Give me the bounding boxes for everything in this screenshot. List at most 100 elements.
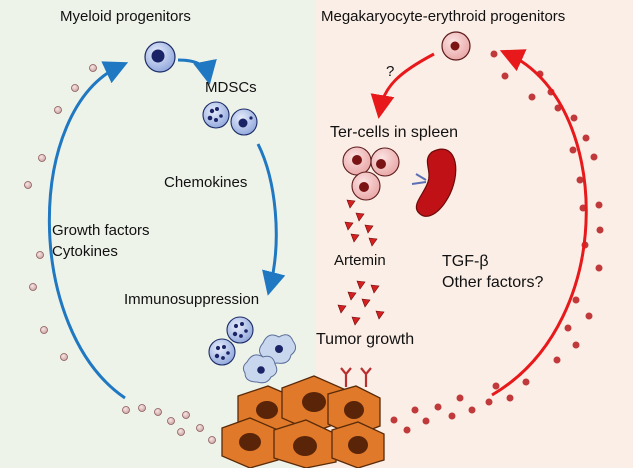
growth-factor-dot-icon [492, 382, 500, 390]
growth-factor-dot-icon [40, 326, 48, 334]
tumor-cell-icon [221, 417, 279, 468]
growth-factor-dot-icon [434, 403, 442, 411]
tumor-cell-icon [327, 385, 381, 437]
growth-factor-dot-icon [138, 404, 146, 412]
growth-factor-dot-icon [576, 176, 584, 184]
arrow-progenitor-to-mdsc [177, 58, 217, 85]
growth-factor-dot-icon [501, 72, 509, 80]
arrow-progenitor-to-ter-cells [370, 52, 435, 119]
growth-factor-dot-icon [390, 416, 398, 424]
myeloid-progenitor-cell-icon [144, 41, 176, 73]
growth-factor-dot-icon [585, 312, 593, 320]
growth-factor-dot-icon [448, 412, 456, 420]
growth-factor-dot-icon [54, 106, 62, 114]
growth-factor-dot-icon [490, 50, 498, 58]
growth-factor-dot-icon [569, 146, 577, 154]
right-panel-background [316, 0, 633, 468]
growth-factor-dot-icon [24, 181, 32, 189]
arrow-mdsc-to-immunosuppression [256, 143, 286, 296]
tumor-cell-icon [331, 421, 385, 468]
ter-cell-icon [351, 171, 381, 201]
artemin-label: Artemin [334, 252, 386, 269]
growth-factor-dot-icon [36, 251, 44, 259]
receptor-icon [340, 367, 352, 387]
tumor-cell-icon [273, 419, 337, 468]
artemin-triangle-icon [364, 224, 374, 234]
growth-factor-dot-icon [60, 353, 68, 361]
growth-factor-dot-icon [554, 104, 562, 112]
spleen-icon [411, 148, 457, 217]
tumor-cell-icon [281, 375, 347, 433]
ter-cell-icon [370, 147, 400, 177]
growth-factor-dot-icon [89, 64, 97, 72]
growth-factors-label: Growth factors [52, 222, 150, 239]
other-factors-label: Other factors? [442, 274, 544, 291]
growth-factor-dot-icon [528, 93, 536, 101]
growth-factor-dot-icon [485, 398, 493, 406]
growth-factor-dot-icon [522, 378, 530, 386]
mdsc-cell-icon [208, 338, 236, 366]
mdscs-label: MDSCs [205, 79, 257, 96]
artemin-triangle-icon [375, 310, 385, 320]
tgf-beta-label: TGF-β [442, 253, 489, 270]
immunosuppression-label: Immunosuppression [124, 291, 260, 308]
growth-factor-dot-icon [122, 406, 130, 414]
growth-factor-dot-icon [411, 406, 419, 414]
question-mark-label: ? [386, 63, 395, 80]
artemin-triangle-icon [361, 298, 371, 308]
growth-factor-dot-icon [196, 424, 204, 432]
artemin-triangle-icon [370, 284, 380, 294]
growth-factor-dot-icon [564, 324, 572, 332]
artemin-triangle-icon [346, 199, 356, 209]
growth-factor-dot-icon [29, 283, 37, 291]
macrophage-icon [242, 354, 278, 384]
growth-factor-dot-icon [595, 201, 603, 209]
ter-cell-icon [342, 146, 372, 176]
growth-factor-dot-icon [572, 341, 580, 349]
growth-factor-dot-icon [590, 153, 598, 161]
growth-factor-dot-icon [154, 408, 162, 416]
growth-factor-dot-icon [596, 226, 604, 234]
mdsc-cell-icon [226, 316, 254, 344]
growth-factor-dot-icon [570, 114, 578, 122]
artemin-triangle-icon [356, 280, 366, 290]
growth-factor-dots-right [390, 50, 604, 434]
artemin-triangles [337, 199, 385, 326]
artemin-triangle-icon [350, 233, 360, 243]
growth-factor-dot-icon [468, 406, 476, 414]
cytokines-label: Cytokines [52, 243, 118, 260]
growth-factor-dot-icon [71, 84, 79, 92]
growth-factor-dot-icon [572, 296, 580, 304]
erythroid-progenitor-cell-icon [441, 31, 471, 61]
artemin-triangle-icon [344, 221, 354, 231]
growth-factor-dot-icon [582, 134, 590, 142]
growth-factor-dot-icon [595, 264, 603, 272]
cycle-arrow-right-upward [491, 49, 588, 397]
artemin-triangle-icon [347, 291, 357, 301]
tumor-growth-label: Tumor growth [316, 331, 415, 348]
receptor-icon [360, 367, 372, 387]
growth-factor-dot-icon [553, 356, 561, 364]
growth-factor-dot-icon [177, 428, 185, 436]
artemin-triangle-icon [368, 237, 378, 247]
mdsc-cell-icon [202, 101, 230, 129]
growth-factor-dots-left [24, 64, 216, 444]
growth-factor-dot-icon [422, 417, 430, 425]
myeloid-progenitors-title: Myeloid progenitors [60, 8, 191, 25]
megakaryocyte-erythroid-progenitors-title: Megakaryocyte-erythroid progenitors [321, 8, 566, 25]
ter-cells-label: Ter-cells in spleen [330, 124, 459, 141]
growth-factor-dot-icon [456, 394, 464, 402]
growth-factor-dot-icon [38, 154, 46, 162]
growth-factor-dot-icon [208, 436, 216, 444]
growth-factor-dot-icon [403, 426, 411, 434]
chemokines-label: Chemokines [164, 174, 248, 191]
growth-factor-dot-icon [506, 394, 514, 402]
artemin-triangle-icon [351, 316, 361, 326]
growth-factor-dot-icon [182, 411, 190, 419]
tumor-cells [221, 375, 385, 468]
growth-factor-dot-icon [167, 417, 175, 425]
cycle-arrow-left-upward [47, 61, 129, 400]
artemin-triangle-icon [355, 212, 365, 222]
